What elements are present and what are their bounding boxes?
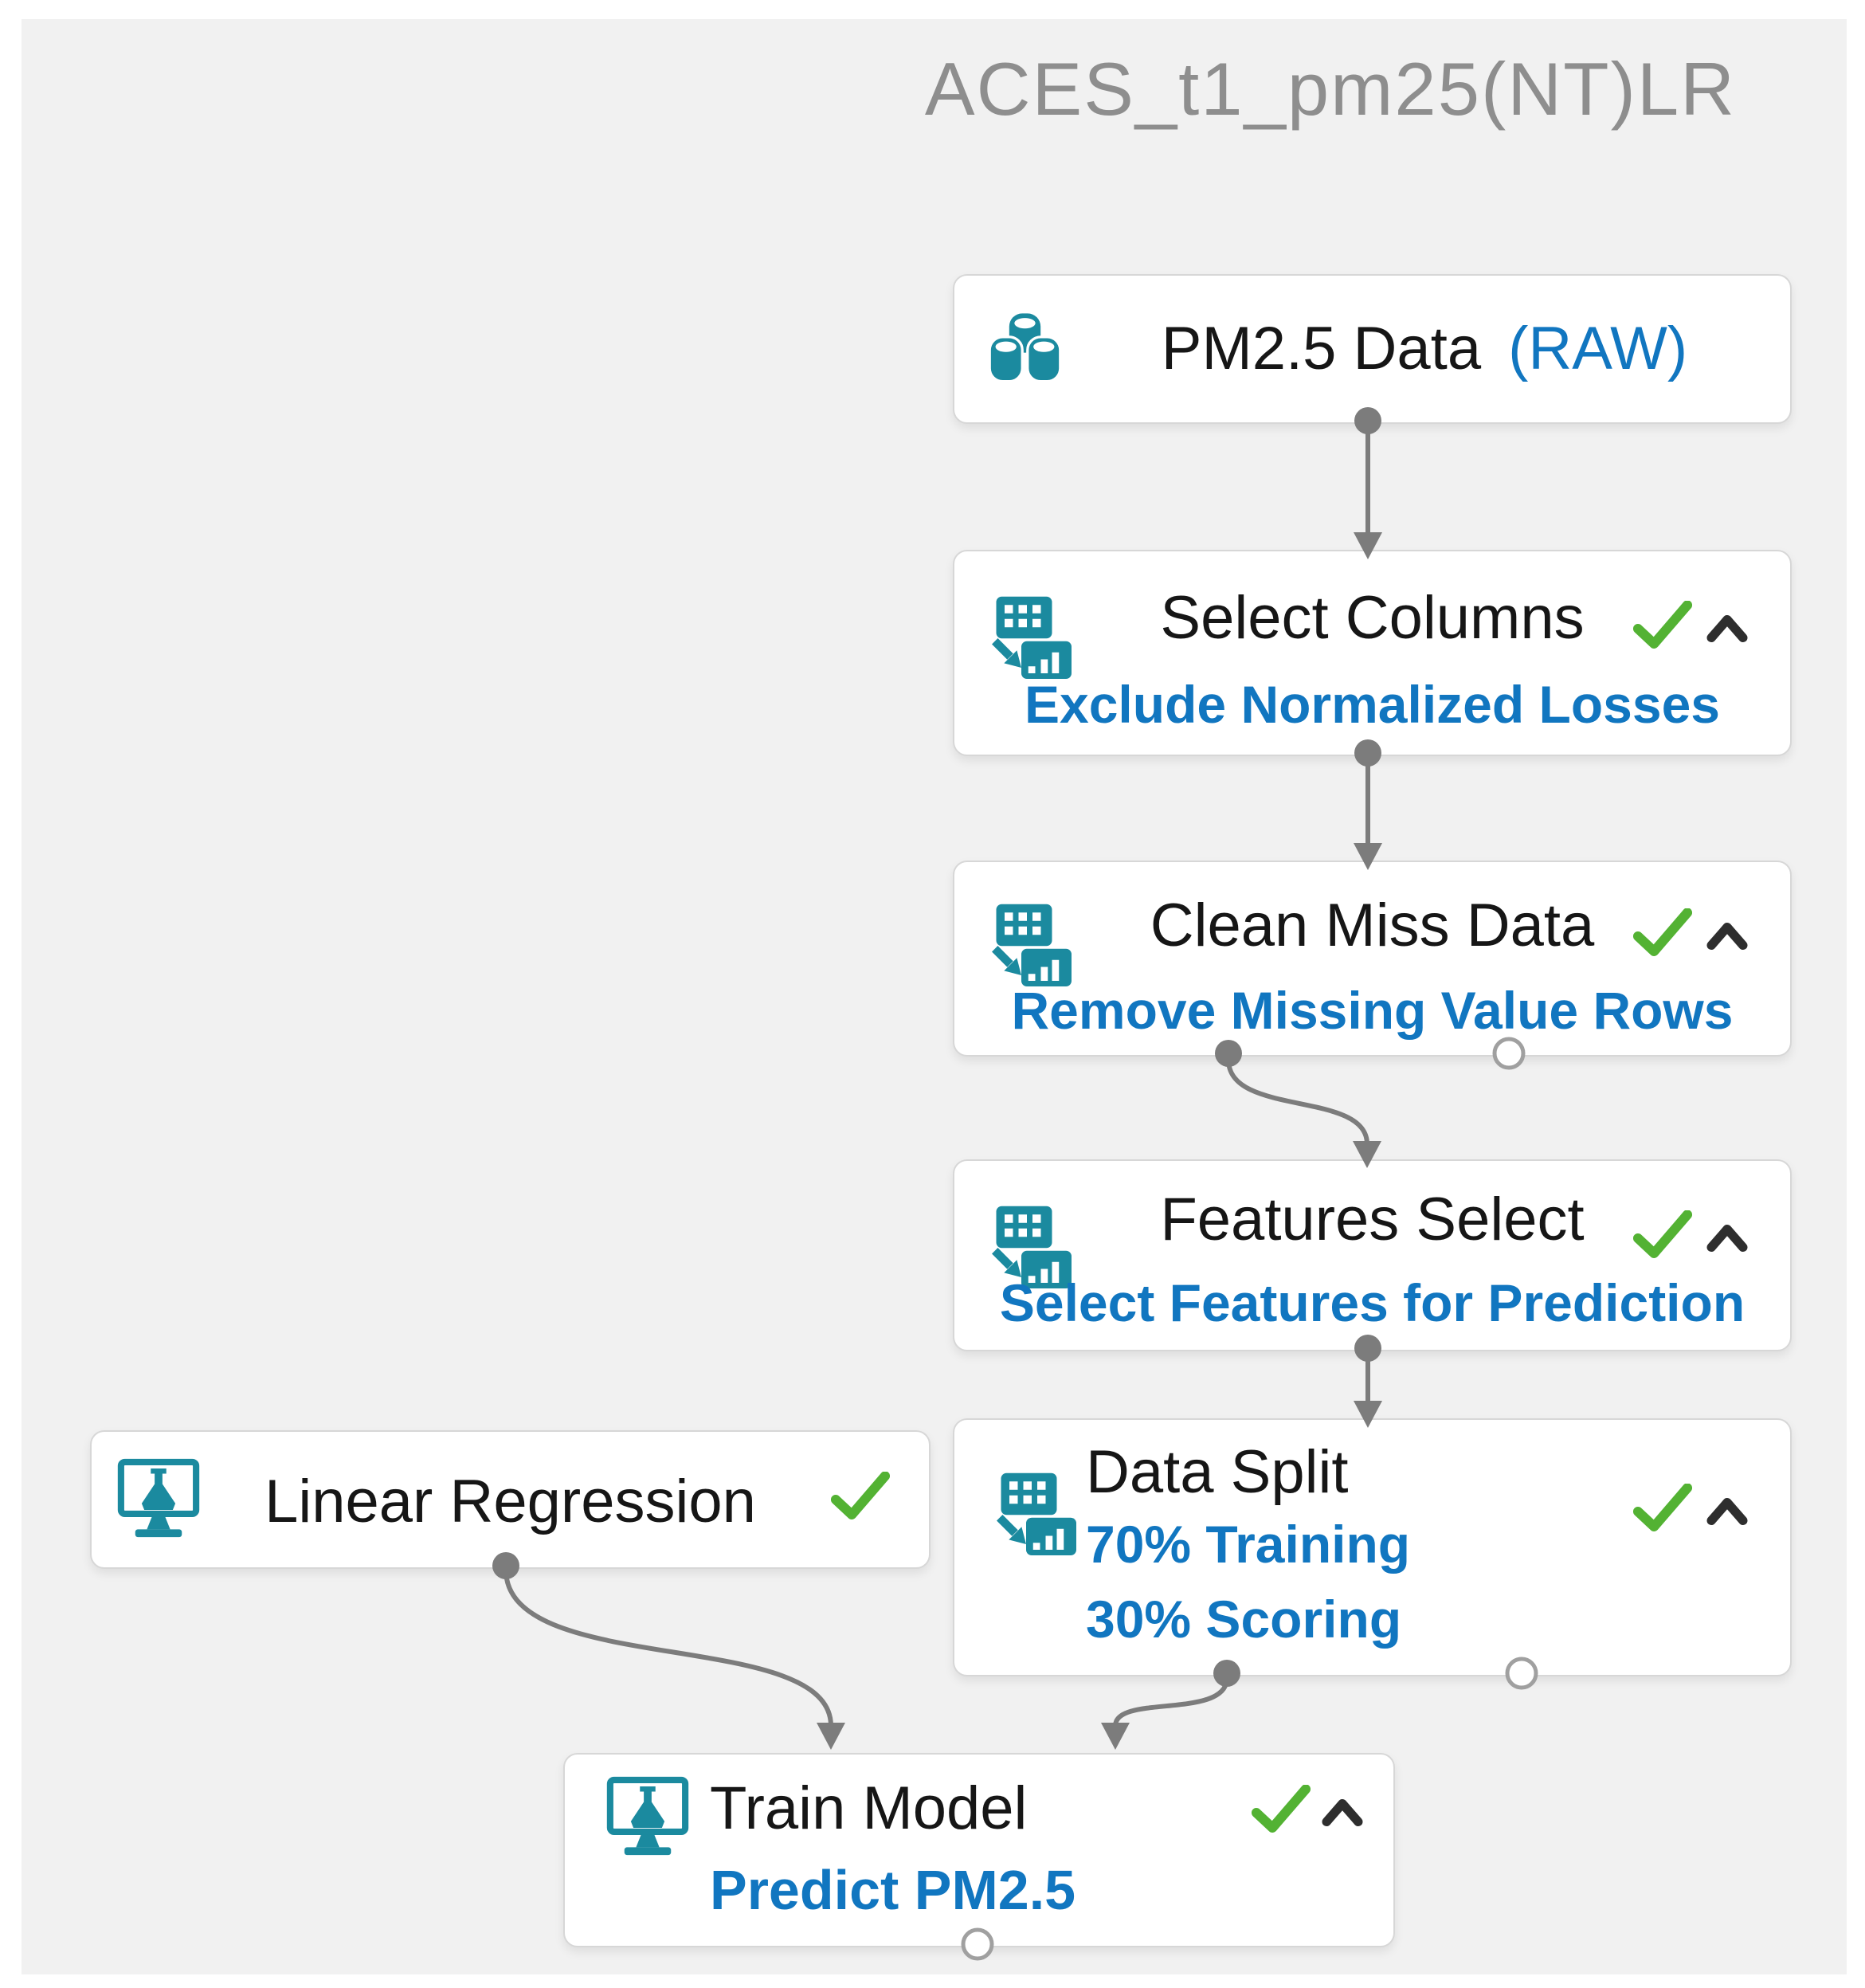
data-transform-icon (992, 1206, 1072, 1288)
node-title: Features Select (1160, 1186, 1585, 1253)
node-title: Data Split (1086, 1438, 1349, 1506)
node-comment: Exclude Normalized Losses (1025, 675, 1720, 734)
success-check-icon (1633, 601, 1692, 649)
node-comment: Remove Missing Value Rows (1011, 981, 1734, 1040)
chevron-up-icon[interactable] (1706, 1225, 1748, 1252)
node-linear-regression[interactable]: Linear Regression (90, 1430, 931, 1569)
data-transform-icon (992, 596, 1072, 679)
dataset-barrels-icon (988, 313, 1062, 383)
node-clean-miss-data[interactable]: Clean Miss Data Remove Missing Value Row… (953, 861, 1792, 1057)
node-title: PM2.5 Data (1161, 315, 1482, 382)
chevron-up-icon[interactable] (1706, 1498, 1748, 1525)
node-title-row: PM2.5 Data (RAW) (1074, 314, 1775, 383)
success-check-icon (1633, 908, 1692, 956)
success-check-icon (1633, 1210, 1692, 1258)
data-transform-icon (997, 1472, 1076, 1555)
node-data-split[interactable]: Data Split 70% Training 30% Scoring (953, 1418, 1792, 1676)
node-comment: Select Features for Prediction (999, 1273, 1745, 1332)
chevron-up-icon[interactable] (1322, 1799, 1363, 1826)
node-select-columns[interactable]: Select Columns Exclude Normalized Losses (953, 550, 1792, 756)
chevron-up-icon[interactable] (1706, 923, 1748, 950)
ml-model-icon (606, 1776, 689, 1856)
success-check-icon (831, 1472, 890, 1519)
node-title-suffix: (RAW) (1508, 315, 1688, 382)
node-title: Train Model (710, 1774, 1028, 1842)
success-check-icon (1633, 1484, 1692, 1531)
node-comment: Predict PM2.5 (710, 1859, 1076, 1921)
experiment-title: ACES_t1_pm25(NT)LR (924, 47, 1737, 131)
node-pm25-data[interactable]: PM2.5 Data (RAW) (953, 274, 1792, 424)
node-comment-line1: 70% Training (1086, 1515, 1411, 1574)
data-transform-icon (992, 904, 1072, 986)
success-check-icon (1252, 1785, 1311, 1833)
node-title: Linear Regression (264, 1468, 756, 1535)
chevron-up-icon[interactable] (1706, 615, 1748, 642)
ml-model-icon (117, 1458, 200, 1538)
node-title: Select Columns (1160, 584, 1585, 652)
node-train-model[interactable]: Train Model Predict PM2.5 (563, 1753, 1395, 1947)
node-features-select[interactable]: Features Select Select Features for Pred… (953, 1159, 1792, 1351)
node-title: Clean Miss Data (1150, 892, 1595, 959)
node-comment-line2: 30% Scoring (1086, 1590, 1402, 1649)
